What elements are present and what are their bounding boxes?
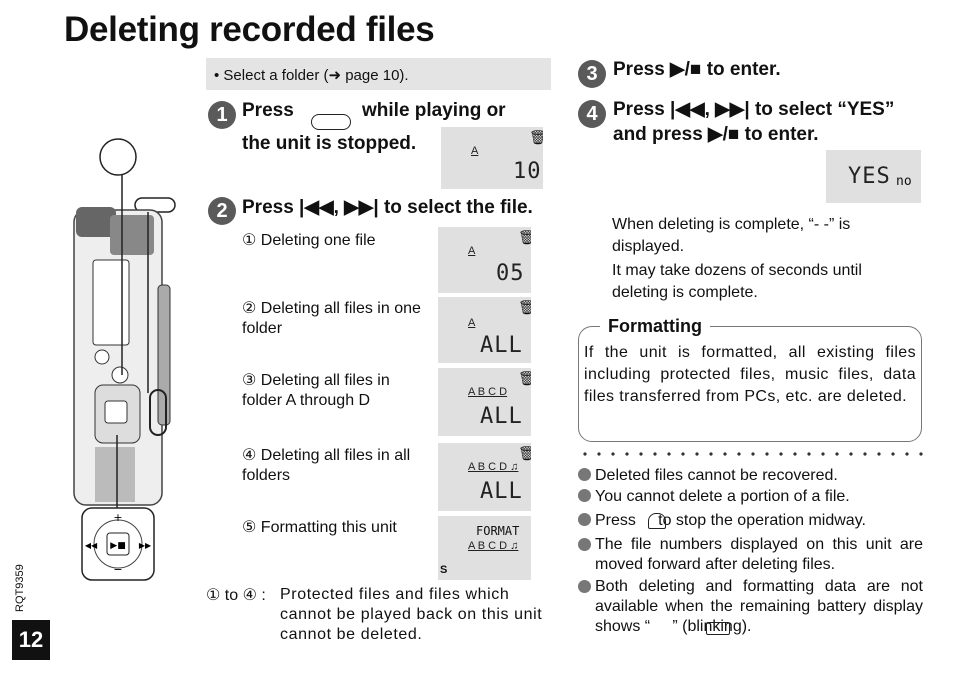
step-4-lcd: YES no	[826, 150, 921, 203]
lcd-item-2: A 🗑 ALL	[438, 297, 531, 363]
note-item: Press to stop the operation midway.	[578, 511, 923, 531]
protected-note: Protected files and files which cannot b…	[280, 586, 543, 643]
complete-text: When deleting is complete, “- -” is disp…	[612, 216, 851, 255]
list-item-2: ② Deleting all files in one folder	[242, 300, 421, 337]
lcd-item-3: A B C D 🗑 ALL	[438, 368, 531, 436]
doc-code: RQT9359	[14, 564, 26, 612]
dotted-divider	[578, 452, 923, 456]
formatting-box	[578, 326, 922, 442]
trash-icon: 🗑	[529, 129, 543, 145]
step-1-press: Press	[242, 100, 294, 121]
list-item-1: ① Deleting one file	[242, 232, 376, 249]
protected-note-lead: ① to ④ :	[206, 587, 266, 604]
page-number: 12	[12, 620, 50, 660]
svg-text:+: +	[113, 511, 122, 524]
notes-list: Deleted files cannot be recovered. You c…	[578, 466, 923, 637]
step-3-text: Press ▶/■ to enter.	[613, 59, 781, 80]
prep-note: • Select a folder (➜ page 10).	[206, 58, 551, 90]
step-4-number: 4	[578, 100, 606, 128]
svg-text:−: −	[113, 563, 122, 576]
note-item: The file numbers displayed on this unit …	[578, 535, 923, 575]
list-item-5: ⑤ Formatting this unit	[242, 519, 397, 536]
recorder-illustration: ▶■ + − ◀◀ ▶▶	[73, 138, 176, 581]
step-1-rest: while playing or	[362, 100, 506, 121]
lcd-item-4: A B C D ♫ 🗑 ALL	[438, 443, 531, 511]
trash-icon: 🗑	[518, 229, 531, 245]
lcd-item-1: A 🗑 05	[438, 227, 531, 293]
step-2-heading: Press |◀◀, ▶▶| to select the file.	[242, 197, 533, 218]
svg-text:▶▶: ▶▶	[139, 541, 152, 550]
formatting-heading: Formatting	[600, 316, 710, 337]
trash-icon: 🗑	[518, 299, 531, 315]
trash-icon: 🗑	[518, 370, 531, 386]
svg-text:▶■: ▶■	[110, 541, 125, 551]
note-item: Both deleting and formatting data are no…	[578, 577, 923, 637]
stop-button-icon	[311, 114, 351, 130]
list-item-3: ③ Deleting all files in folder A through…	[242, 372, 390, 409]
lcd-item-5: FORMAT A B C D ♫ S	[438, 516, 531, 580]
formatting-text: If the unit is formatted, all existing f…	[584, 344, 916, 405]
note-item: You cannot delete a portion of a file.	[578, 487, 923, 507]
wait-text: It may take dozens of seconds until dele…	[612, 262, 862, 301]
note-item: Deleted files cannot be recovered.	[578, 466, 923, 486]
step-1-line2: the unit is stopped.	[242, 133, 417, 154]
page-title: Deleting recorded files	[64, 10, 435, 49]
trash-icon: 🗑	[518, 445, 531, 461]
step-4-line2: and press ▶/■ to enter.	[613, 124, 819, 145]
step-1-lcd: A 🗑 10	[441, 127, 543, 189]
list-item-4: ④ Deleting all files in all folders	[242, 447, 411, 484]
battery-icon	[706, 622, 730, 635]
step-1-number: 1	[208, 101, 236, 129]
stop-button-icon	[648, 513, 666, 529]
svg-text:◀◀: ◀◀	[85, 541, 98, 550]
step-3-number: 3	[578, 60, 606, 88]
step-4-line1: Press |◀◀, ▶▶| to select “YES”	[613, 99, 895, 120]
step-2-number: 2	[208, 197, 236, 225]
